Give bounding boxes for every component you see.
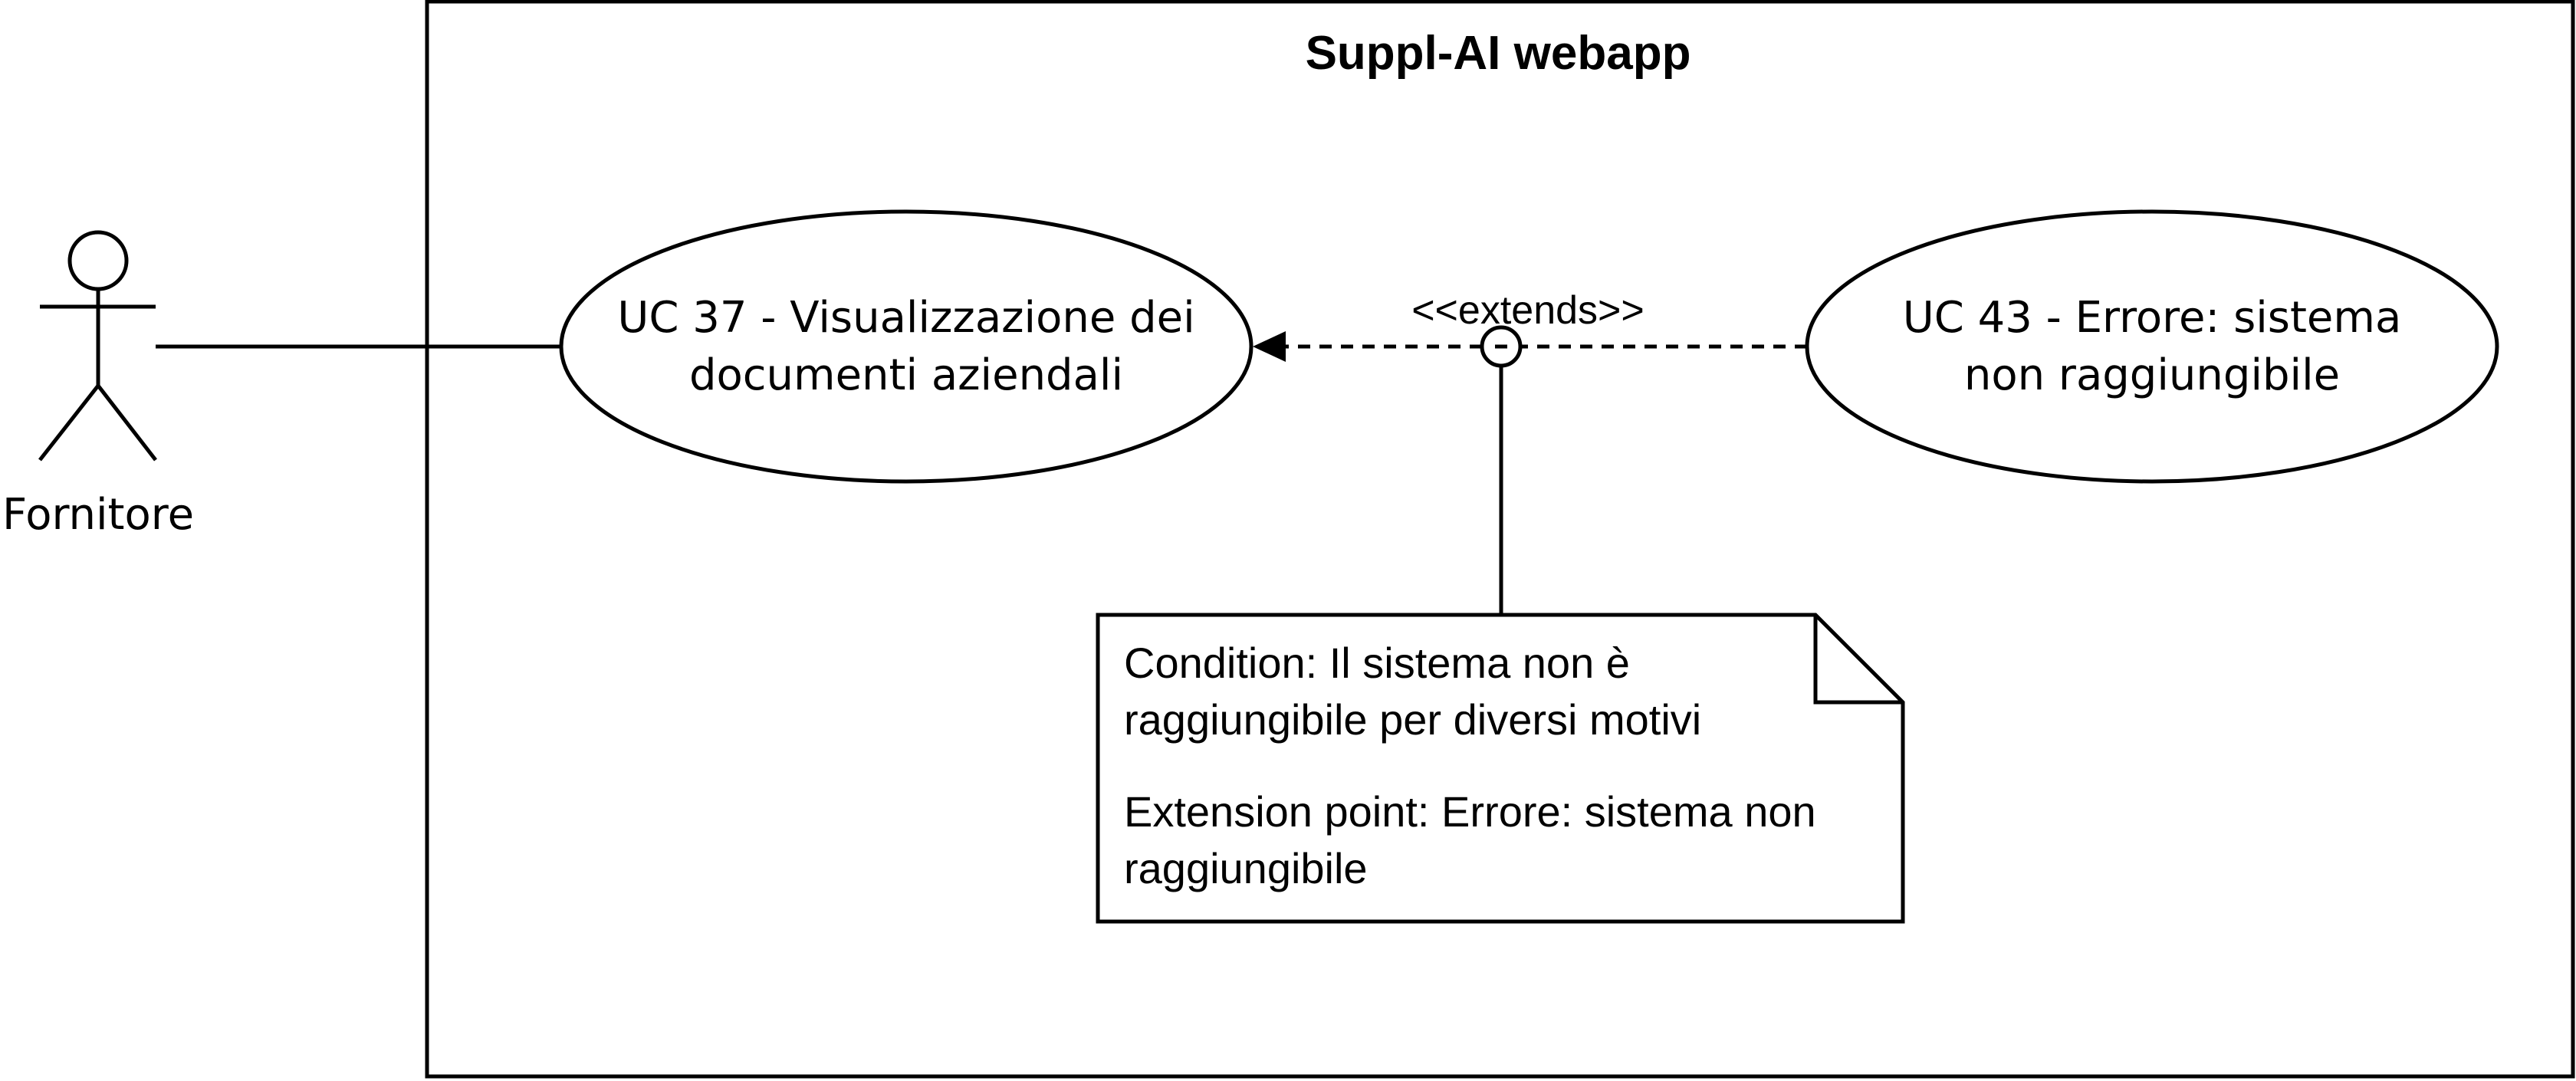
use-case-uc43-label-line1: UC 43 - Errore: sistema xyxy=(1903,293,2402,343)
use-case-uc37-label-line2: documenti aziendali xyxy=(689,350,1123,400)
actor-left-leg xyxy=(38,384,100,462)
use-case-uc37-ellipse xyxy=(559,209,1254,484)
use-case-uc37[interactable]: UC 37 - Visualizzazione dei documenti az… xyxy=(559,209,1254,484)
system-boundary xyxy=(425,0,2575,1079)
use-case-uc43[interactable]: UC 43 - Errore: sistema non raggiungibil… xyxy=(1805,209,2499,484)
actor-fornitore[interactable]: Fornitore xyxy=(2,230,194,540)
condition-note-extension-line1: Extension point: Errore: sistema non xyxy=(1124,787,1816,836)
use-case-uc43-ellipse xyxy=(1805,209,2499,484)
condition-note: Condition: Il sistema non è raggiungibil… xyxy=(1096,613,1905,924)
condition-note-fold xyxy=(1813,615,1903,705)
extends-arrowhead xyxy=(1253,331,1286,362)
condition-note-shape xyxy=(1096,613,1905,924)
actor-right-leg xyxy=(97,384,157,462)
condition-note-condition-line1: Condition: Il sistema non è xyxy=(1124,639,1630,687)
condition-note-extension-line2: raggiungibile xyxy=(1124,844,1368,892)
use-case-uc43-label-line2: non raggiungibile xyxy=(1964,350,2340,400)
use-case-uc37-label-line1: UC 37 - Visualizzazione dei xyxy=(617,293,1194,343)
actor-label: Fornitore xyxy=(2,490,194,540)
extends-stereotype-label: <<extends>> xyxy=(1411,288,1644,333)
system-title: Suppl-AI webapp xyxy=(1306,27,1691,80)
actor-head xyxy=(67,230,129,291)
condition-note-condition-line2: raggiungibile per diversi motivi xyxy=(1124,695,1701,744)
